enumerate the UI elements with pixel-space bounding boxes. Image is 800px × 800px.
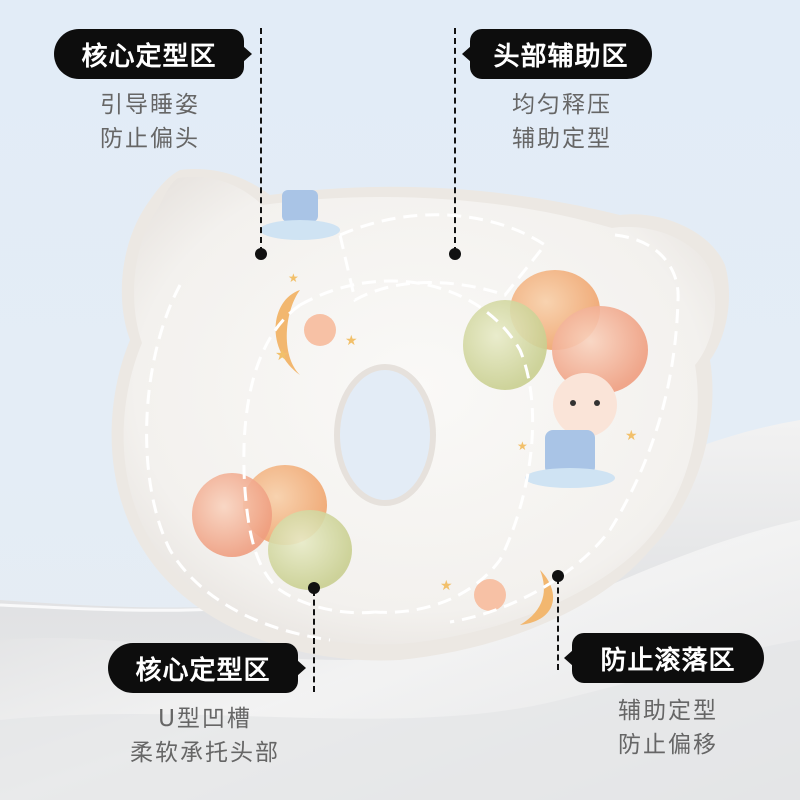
callout-title: 核心定型区 [135,655,271,686]
svg-text:★: ★ [288,271,299,285]
tag-pointer [564,650,573,666]
callout-desc-top-left: 引导睡姿 防止偏头 [60,88,240,156]
desc-line: 防止偏头 [100,126,200,152]
callout-title: 防止滚落区 [600,645,736,676]
desc-line: 防止偏移 [618,732,718,758]
desc-line: 辅助定型 [618,698,718,724]
anchor-dot-bottom-right [552,570,564,582]
anchor-dot-bottom-left [308,582,320,594]
callout-tag-top-left: 核心定型区 [54,29,252,79]
desc-line: 均匀释压 [512,92,612,118]
callout-tag-top-right: 头部辅助区 [462,29,652,79]
svg-text:★: ★ [440,578,453,594]
svg-text:★: ★ [275,345,289,364]
anchor-dot-top-left [255,248,267,260]
anchor-dot-top-right [449,248,461,260]
desc-line: 柔软承托头部 [130,740,280,766]
desc-line: U型凹槽 [158,706,252,732]
leader-line-top-left [260,28,262,253]
callout-title: 核心定型区 [81,41,217,72]
leader-line-top-right [454,28,456,253]
tag-pointer [243,46,252,62]
callout-tag-bottom-left: 核心定型区 [108,643,306,693]
svg-text:★: ★ [625,428,638,444]
callout-tag-bottom-right: 防止滚落区 [564,633,764,683]
svg-text:★: ★ [517,439,528,453]
svg-text:★: ★ [345,333,358,349]
callout-desc-bottom-left: U型凹槽 柔软承托头部 [100,702,310,770]
tag-pointer [297,660,306,676]
callout-title: 头部辅助区 [493,41,629,72]
desc-line: 辅助定型 [512,126,612,152]
desc-line: 引导睡姿 [100,92,200,118]
callout-desc-bottom-right: 辅助定型 防止偏移 [578,694,758,762]
tag-pointer [462,46,471,62]
leader-line-bottom-right [557,578,559,670]
callout-desc-top-right: 均匀释压 辅助定型 [472,88,652,156]
leader-line-bottom-left [313,590,315,692]
